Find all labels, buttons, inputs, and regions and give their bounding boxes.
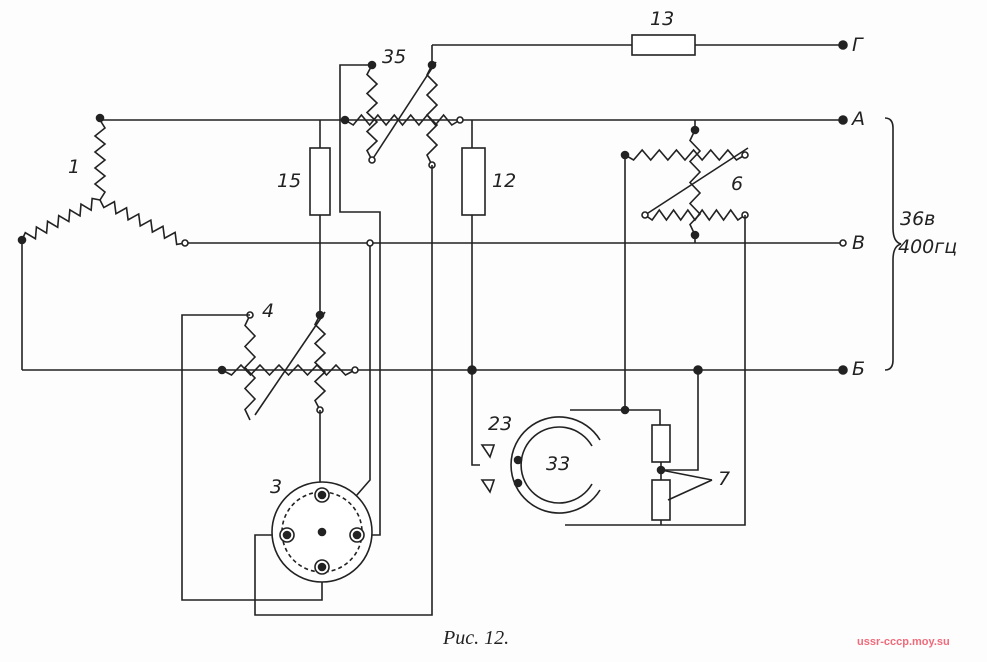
supply-frequency: 400гц: [898, 236, 958, 258]
terminal-circle: [741, 151, 749, 159]
label-leader: [660, 469, 713, 481]
watermark: ussr-cccp.moy.su: [857, 636, 950, 648]
label-transformer: 1: [68, 156, 81, 178]
terminal-dot: [838, 365, 848, 375]
resistor-7-lower: [651, 479, 671, 521]
bracket: [884, 117, 902, 371]
resistor-15: [309, 147, 331, 216]
pot-6-winding: [624, 148, 746, 162]
resistor-12: [461, 147, 486, 216]
label-pot-4: 4: [262, 300, 275, 322]
pot-4-winding: [313, 314, 327, 411]
label-sensor-3: 3: [270, 476, 283, 498]
pot-6-winding: [688, 129, 702, 236]
junction-dot: [317, 490, 327, 500]
pot-35-winding: [365, 64, 379, 161]
pot-4-winding: [221, 363, 356, 377]
label-resistor-15: 15: [277, 170, 302, 192]
terminal-circle: [366, 239, 374, 247]
sensor-3-center: [317, 527, 327, 537]
pot-4-slider: [254, 311, 326, 416]
wire: [339, 64, 381, 536]
transformer-winding-2: [21, 197, 101, 241]
junction-dot: [217, 365, 227, 375]
junction-dot: [352, 530, 362, 540]
junction-dot: [282, 530, 292, 540]
junction-dot: [340, 115, 350, 125]
wire: [254, 165, 433, 616]
terminal-circle: [839, 239, 847, 247]
contact-23-upper: [480, 444, 496, 459]
transformer-winding-3: [99, 199, 186, 246]
pot-6-slider: [644, 147, 749, 216]
label-resistors-7: 7: [718, 468, 731, 490]
wire: [181, 314, 323, 601]
terminal-label-v: В: [852, 232, 866, 254]
wire: [565, 215, 746, 526]
pot-4-winding: [243, 314, 257, 421]
junction-dot: [95, 113, 105, 123]
junction-dot: [513, 455, 523, 465]
resistor-7-upper: [651, 424, 671, 463]
terminal-label-a: А: [852, 108, 865, 130]
junction-dot: [513, 478, 523, 488]
terminal-dot: [838, 40, 848, 50]
junction-dot: [427, 60, 437, 70]
pot-35-winding: [425, 64, 439, 166]
label-resistor-13: 13: [650, 8, 675, 30]
resistor-13: [631, 34, 696, 56]
terminal-circle: [181, 239, 189, 247]
terminal-dot: [838, 115, 848, 125]
label-ring-33: 33: [546, 453, 571, 475]
terminal-circle: [456, 116, 464, 124]
junction-dot: [693, 365, 703, 375]
junction-dot: [317, 562, 327, 572]
supply-voltage: 36в: [900, 208, 936, 230]
terminal-circle: [368, 156, 376, 164]
terminal-circle: [351, 366, 359, 374]
label-leader: [667, 479, 713, 501]
transformer-winding-1: [93, 119, 107, 201]
terminal-label-g: Г: [852, 34, 863, 56]
label-pot-6: 6: [731, 173, 744, 195]
pot-35-slider: [371, 61, 437, 161]
contact-23-lower: [480, 479, 496, 494]
ring-33-outer: [510, 416, 601, 514]
ring-33-inner: [520, 426, 593, 504]
wire: [471, 370, 480, 466]
wire: [661, 370, 699, 471]
label-resistor-12: 12: [492, 170, 517, 192]
pot-35-winding: [344, 113, 461, 127]
label-contacts-23: 23: [488, 413, 513, 435]
terminal-circle: [641, 211, 649, 219]
label-pot-35: 35: [382, 46, 407, 68]
terminal-label-b: Б: [852, 358, 866, 380]
wire: [570, 409, 661, 425]
figure-caption: Рис. 12.: [443, 627, 510, 649]
